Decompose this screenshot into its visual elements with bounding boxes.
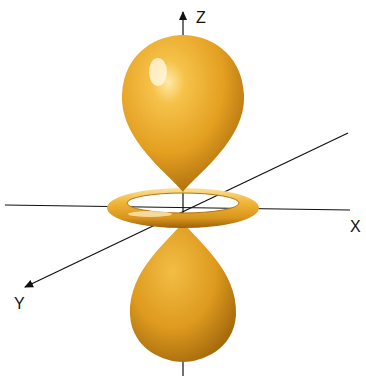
x-axis bbox=[5, 205, 350, 210]
lower-lobe bbox=[130, 222, 236, 362]
lobe-highlight bbox=[149, 58, 167, 86]
axis-label: Z bbox=[196, 10, 206, 26]
torus-highlight bbox=[128, 211, 172, 217]
axis-label: X bbox=[350, 219, 361, 235]
torus-inner-edge bbox=[127, 193, 239, 213]
upper-lobe bbox=[122, 35, 244, 192]
axis-label: Y bbox=[14, 296, 25, 312]
torus-ring bbox=[107, 188, 259, 228]
